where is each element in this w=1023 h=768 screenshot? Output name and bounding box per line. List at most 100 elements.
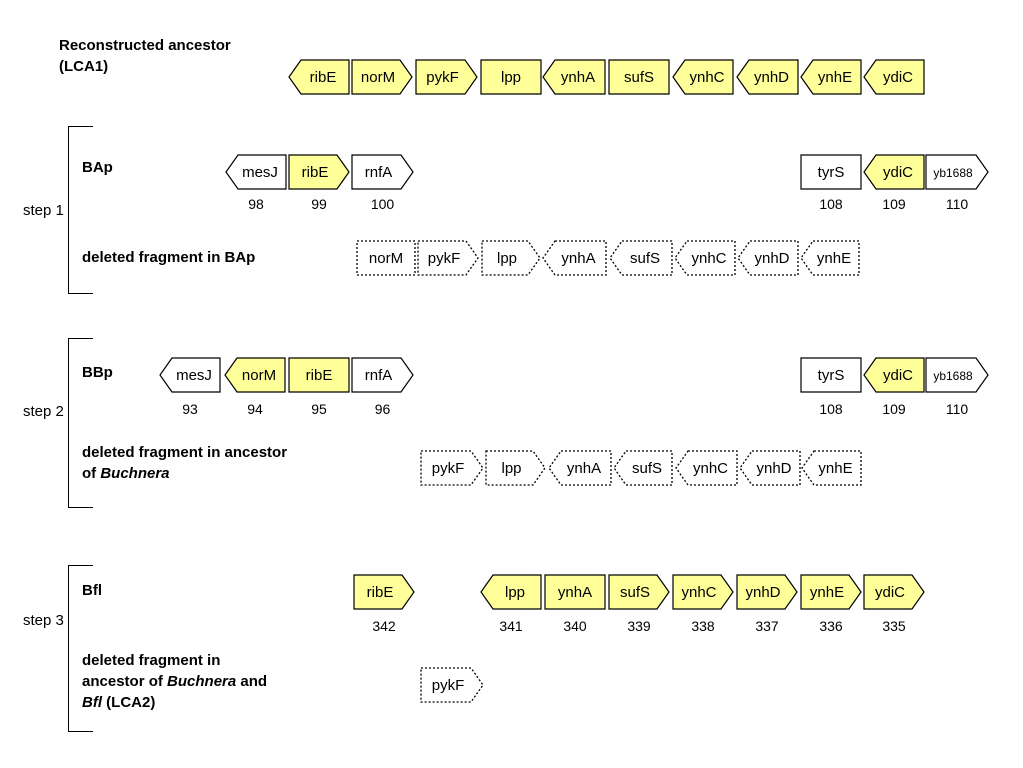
- gene-label: ynhD: [754, 69, 789, 86]
- gene-arrow-shape: [674, 240, 736, 276]
- gene-label: mesJ: [176, 367, 212, 384]
- step3-label: step 3: [23, 612, 64, 629]
- gene-label: ynhA: [561, 69, 595, 86]
- gene-lca1-sufS: sufS: [608, 59, 670, 95]
- gene-arrow-shape: [800, 240, 860, 276]
- gene-arrow-shape: [800, 574, 862, 610]
- gene-label: ynhD: [745, 584, 780, 601]
- bfl-deleted-line2-italic: Buchnera: [167, 673, 237, 690]
- gene-label: norM: [361, 69, 395, 86]
- gene-number-bbp-ydiC: 109: [882, 401, 906, 417]
- gene-label: ynhA: [561, 250, 595, 267]
- gene-label: mesJ: [242, 164, 278, 181]
- step1-bracket: [68, 126, 93, 294]
- lca1-title-line2: (LCA1): [59, 58, 109, 75]
- gene-label: lpp: [497, 250, 517, 267]
- gene-arrow-shape: [542, 240, 607, 276]
- bfl-deleted-line1: deleted fragment in: [82, 652, 221, 669]
- gene-label: ynhA: [558, 584, 592, 601]
- gene-bfl-ydiC: ydiC: [863, 574, 925, 610]
- gene-arrow-shape: [672, 59, 734, 95]
- gene-label: pykF: [428, 250, 461, 267]
- gene-arrow-shape: [613, 450, 673, 486]
- gene-arrow-shape: [863, 59, 925, 95]
- gene-bap-ydiC: ydiC: [863, 154, 925, 190]
- step1-label: step 1: [23, 202, 64, 219]
- gene-arrow-shape: [925, 357, 989, 393]
- gene-label: ynhC: [689, 69, 724, 86]
- gene-label: sufS: [630, 250, 660, 267]
- bfl-deleted-line3: Bfl (LCA2): [82, 692, 267, 713]
- gene-arrow-shape: [608, 59, 670, 95]
- gene-label: pykF: [432, 460, 465, 477]
- gene-number-bfl-ribE: 342: [372, 618, 396, 634]
- gene-bap_deleted-ynhC: ynhC: [674, 240, 736, 276]
- gene-label: tyrS: [818, 164, 845, 181]
- gene-label: tyrS: [818, 367, 845, 384]
- gene-bfl-ribE: ribE: [353, 574, 415, 610]
- gene-bbp-yb1688: yb1688: [925, 357, 989, 393]
- gene-bbp-norM: norM: [224, 357, 286, 393]
- gene-label: ynhA: [567, 460, 601, 477]
- gene-bap-rnfA: rnfA: [351, 154, 414, 190]
- gene-number-bfl-ynhE: 336: [819, 618, 843, 634]
- gene-arrow-shape: [672, 574, 734, 610]
- gene-arrow-shape: [736, 574, 798, 610]
- gene-bap_deleted-pykF: pykF: [417, 240, 479, 276]
- gene-arrow-shape: [542, 59, 606, 95]
- bbp-deleted-line2: of Buchnera: [82, 463, 287, 484]
- gene-arrow-shape: [548, 450, 612, 486]
- gene-label: ribE: [367, 584, 394, 601]
- gene-bap-yb1688: yb1688: [925, 154, 989, 190]
- gene-arrow-shape: [288, 357, 350, 393]
- gene-arrow-shape: [736, 59, 799, 95]
- gene-number-bap-ydiC: 109: [882, 196, 906, 212]
- gene-number-bap-tyrS: 108: [819, 196, 843, 212]
- gene-bbp-rnfA: rnfA: [351, 357, 414, 393]
- gene-bap_deleted-norM: norM: [356, 240, 416, 276]
- step2-label: step 2: [23, 403, 64, 420]
- step2-bracket: [68, 338, 93, 508]
- bfl-label: Bfl: [82, 582, 102, 599]
- gene-label: ydiC: [883, 69, 913, 86]
- gene-lca1-ynhC: ynhC: [672, 59, 734, 95]
- gene-arrow-shape: [925, 154, 989, 190]
- gene-bap_deleted-ynhE: ynhE: [800, 240, 860, 276]
- gene-arrow-shape: [351, 154, 414, 190]
- gene-bbp_deleted-ynhA: ynhA: [548, 450, 612, 486]
- gene-number-bap-rnfA: 100: [371, 196, 395, 212]
- gene-arrow-shape: [420, 450, 484, 486]
- gene-lca1-ydiC: ydiC: [863, 59, 925, 95]
- gene-label: ynhD: [756, 460, 791, 477]
- gene-label: norM: [242, 367, 276, 384]
- gene-label: lpp: [501, 69, 521, 86]
- gene-number-bfl-ydiC: 335: [882, 618, 906, 634]
- bap-deleted-label: deleted fragment in BAp: [82, 249, 256, 266]
- gene-arrow-shape: [159, 357, 221, 393]
- gene-bap_deleted-ynhA: ynhA: [542, 240, 607, 276]
- gene-label: ynhC: [681, 584, 716, 601]
- gene-arrow-shape: [356, 240, 416, 276]
- gene-label: ribE: [302, 164, 329, 181]
- gene-lca1-ribE: ribE: [288, 59, 350, 95]
- gene-number-bap-yb1688: 110: [946, 196, 969, 212]
- bfl-deleted-line3-post: (LCA2): [102, 694, 156, 711]
- gene-bbp-ribE: ribE: [288, 357, 350, 393]
- bfl-deleted-label: deleted fragment in ancestor of Buchnera…: [82, 650, 267, 713]
- bbp-label: BBp: [82, 364, 113, 381]
- gene-arrow-shape: [288, 59, 350, 95]
- gene-arrow-shape: [675, 450, 738, 486]
- gene-bfl-sufS: sufS: [608, 574, 670, 610]
- gene-arrow-shape: [480, 574, 542, 610]
- gene-bbp_deleted-ynhC: ynhC: [675, 450, 738, 486]
- gene-label: pykF: [432, 677, 465, 694]
- gene-arrow-shape: [863, 154, 925, 190]
- gene-bbp_deleted-ynhE: ynhE: [801, 450, 862, 486]
- gene-arrow-shape: [737, 240, 799, 276]
- gene-arrow-shape: [415, 59, 478, 95]
- gene-arrow-shape: [351, 357, 414, 393]
- gene-arrow-shape: [353, 574, 415, 610]
- gene-arrow-shape: [481, 240, 541, 276]
- gene-number-bap-ribE: 99: [311, 196, 327, 212]
